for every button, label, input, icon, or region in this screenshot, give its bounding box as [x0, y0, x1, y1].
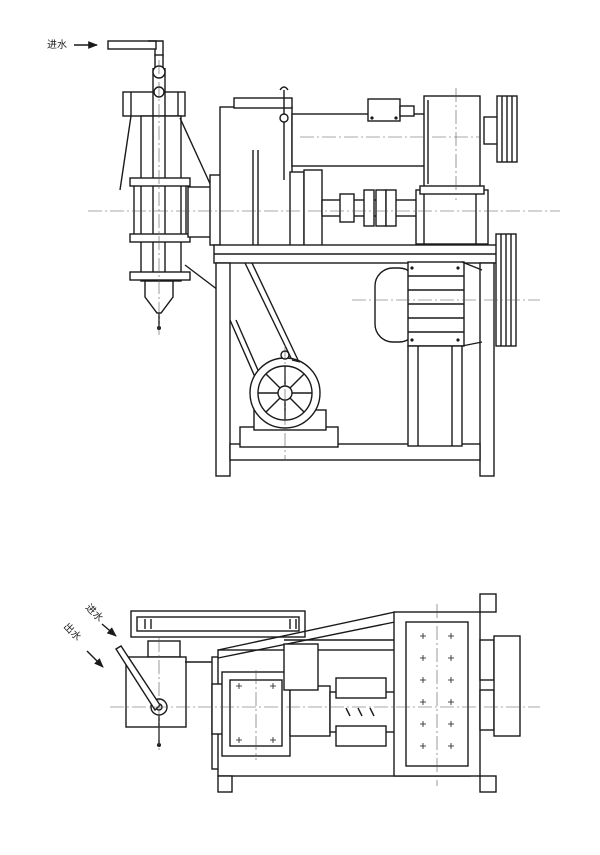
main-frame	[213, 244, 499, 477]
belt-pulley	[496, 95, 518, 163]
front-view: 进水	[47, 39, 560, 477]
top-belt-guard	[130, 610, 306, 638]
housing-bolt-marks	[236, 633, 454, 749]
upper-housing	[291, 95, 499, 189]
top-view-inlet-arrow	[101, 623, 117, 637]
top-view-inlet-label: 进水	[83, 602, 106, 625]
water-outlet-arrow	[86, 650, 104, 668]
front-centerlines	[88, 60, 560, 460]
inlet-pipe	[107, 40, 164, 70]
drive-motor	[239, 350, 339, 448]
top-view: 进水 出水	[61, 593, 540, 793]
right-motor	[374, 233, 517, 447]
top-centerlines	[110, 604, 540, 786]
drive-shaft	[289, 169, 489, 247]
top-cooling-column	[115, 640, 212, 747]
water-outlet-label: 出水	[61, 620, 84, 643]
cooling-column	[119, 65, 219, 330]
water-inlet-label: 进水	[47, 39, 67, 51]
main-body	[187, 86, 293, 248]
